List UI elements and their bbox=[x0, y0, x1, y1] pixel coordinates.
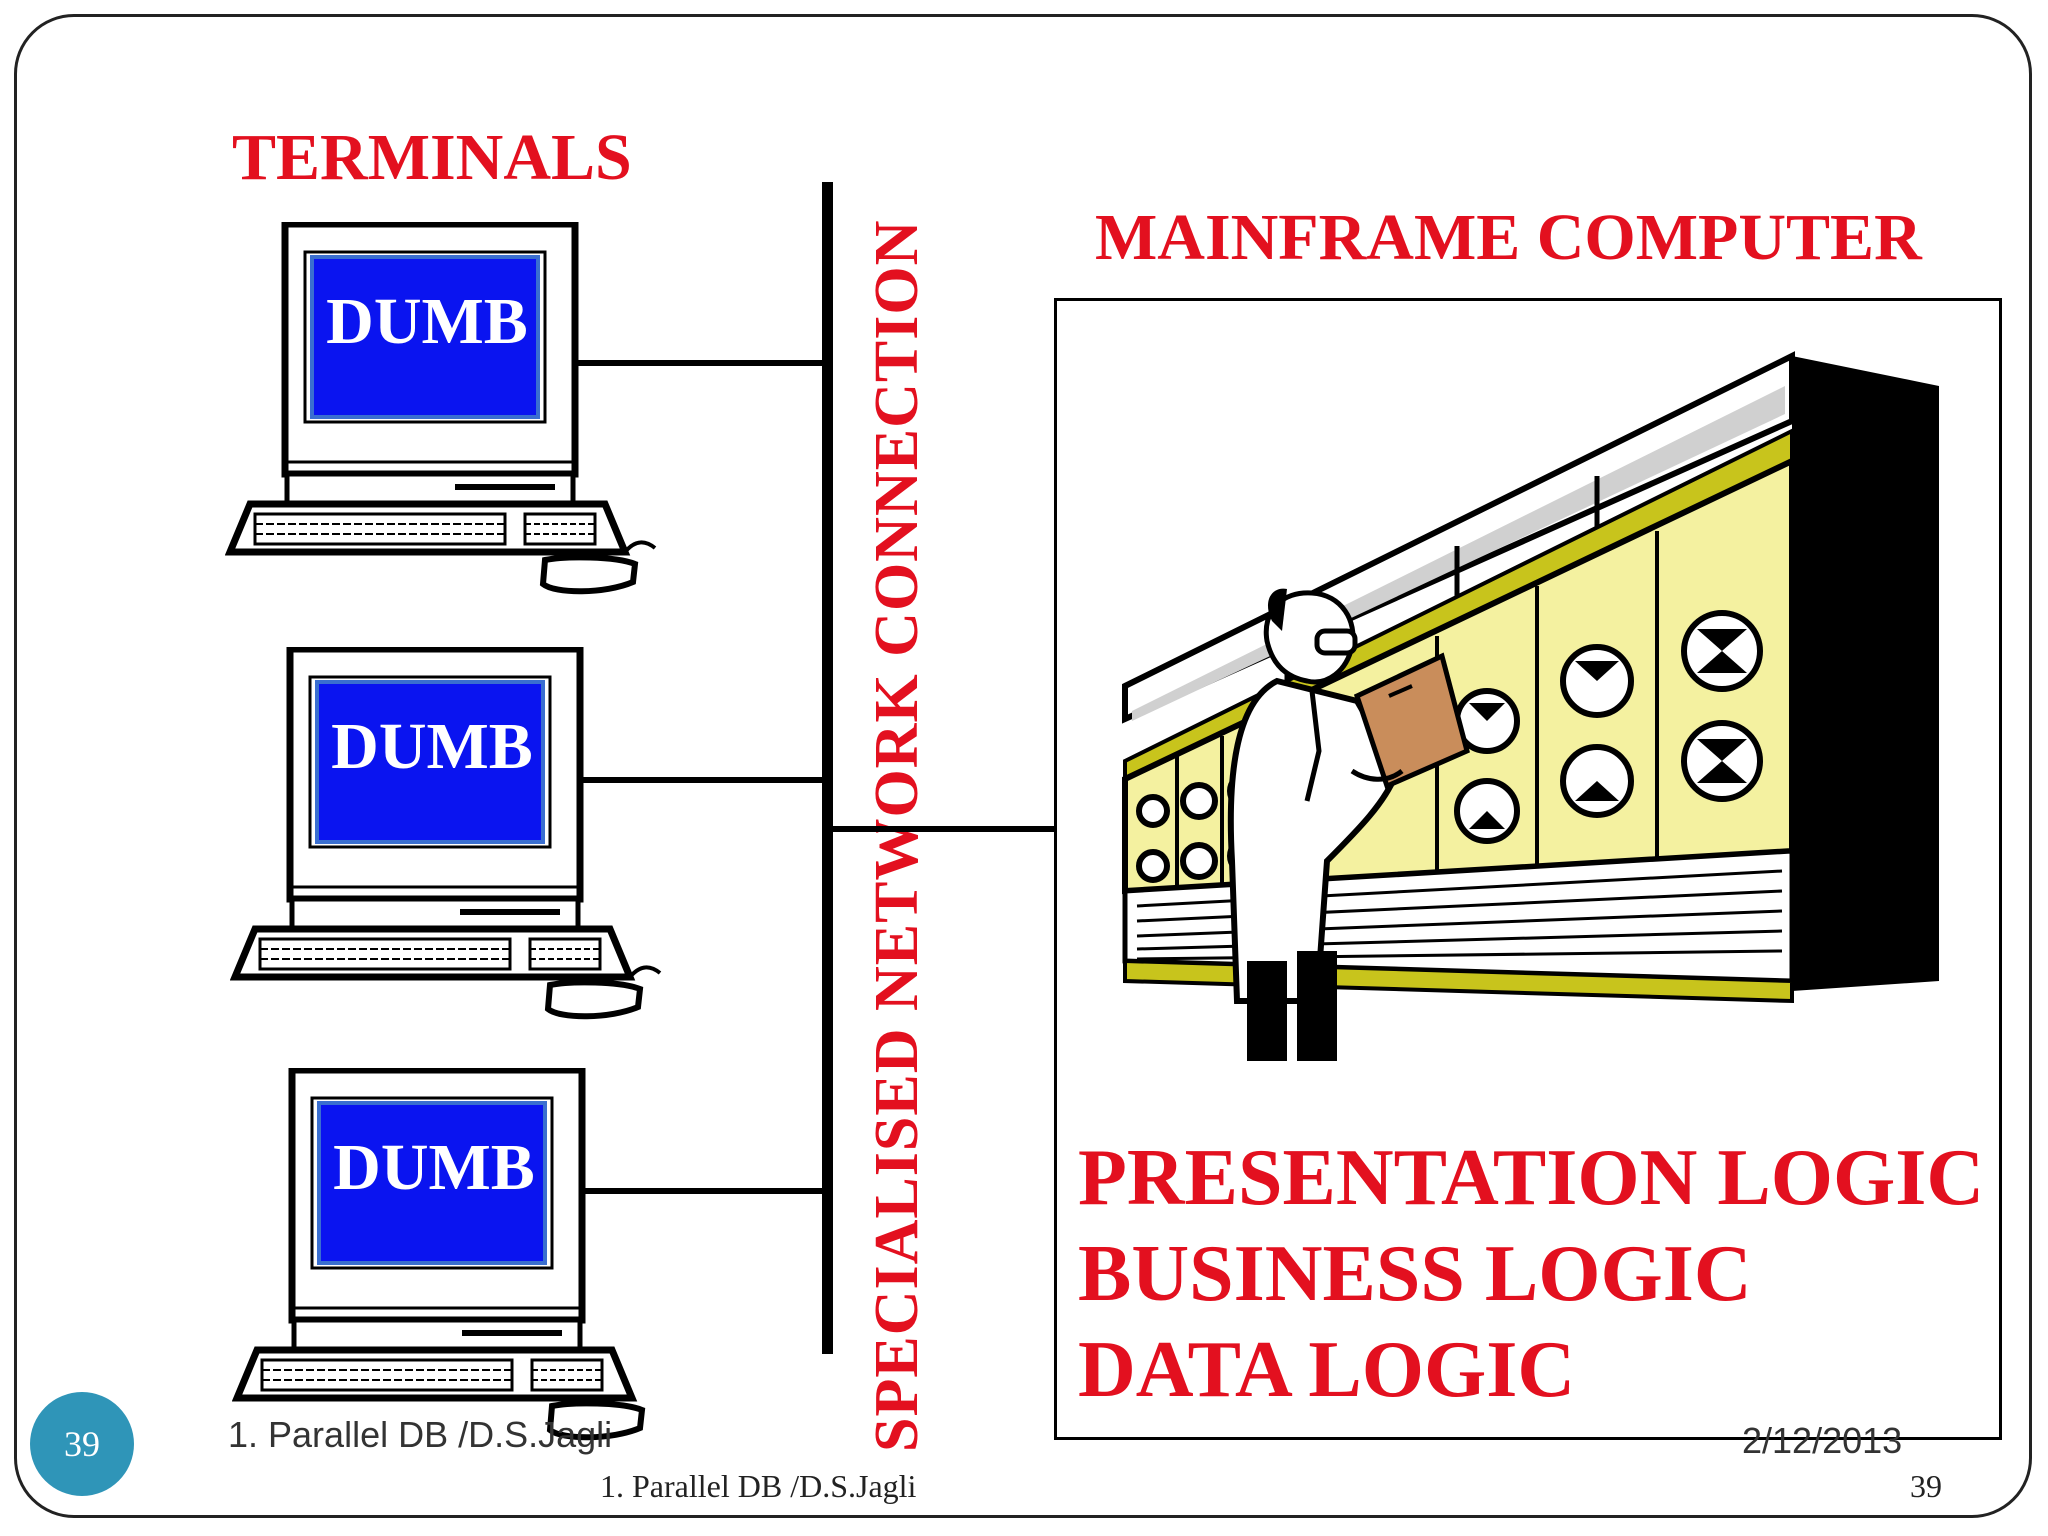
footer-bottom-text: 1. Parallel DB /D.S.Jagli bbox=[600, 1468, 917, 1504]
computer-terminal-icon bbox=[225, 222, 657, 595]
terminal-2: DUMB bbox=[230, 647, 670, 1037]
connector-line-1 bbox=[575, 360, 825, 366]
computer-terminal-icon bbox=[232, 1068, 646, 1441]
network-connection-label: SPECIALISED NETWORK CONNECTION bbox=[863, 219, 931, 1452]
terminals-title: TERMINALS bbox=[232, 121, 632, 194]
network-bus-line bbox=[822, 182, 833, 1354]
mainframe-computer-illustration bbox=[1122, 351, 1939, 1061]
mainframe-box bbox=[1054, 298, 2002, 1440]
slide-frame bbox=[14, 14, 2032, 1518]
mainframe-connector-line bbox=[833, 826, 1055, 832]
logic-layers-list: PRESENTATION LOGIC BUSINESS LOGIC DATA L… bbox=[1078, 1130, 1984, 1418]
slide-number-badge: 39 bbox=[30, 1392, 134, 1496]
data-logic-item: DATA LOGIC bbox=[1078, 1326, 1576, 1414]
business-logic-item: BUSINESS LOGIC bbox=[1078, 1230, 1752, 1318]
terminal-screen-label: DUMB bbox=[331, 710, 533, 783]
computer-terminal-icon bbox=[230, 647, 662, 1020]
scientist-figure bbox=[1227, 588, 1470, 1061]
footer-date: 2/12/2013 bbox=[1742, 1420, 1903, 1461]
terminal-1: DUMB bbox=[225, 222, 665, 612]
presentation-logic-item: PRESENTATION LOGIC bbox=[1078, 1134, 1985, 1222]
terminal-screen-label: DUMB bbox=[333, 1131, 535, 1204]
connector-line-3 bbox=[582, 1188, 825, 1194]
terminal-screen-label: DUMB bbox=[326, 285, 528, 358]
terminal-3: DUMB bbox=[232, 1068, 672, 1458]
footer-course-text: 1. Parallel DB /D.S.Jagli bbox=[228, 1414, 613, 1455]
mainframe-title: MAINFRAME COMPUTER bbox=[1095, 201, 1922, 274]
connector-line-2 bbox=[580, 777, 825, 783]
footer-page-number: 39 bbox=[1910, 1468, 1942, 1504]
